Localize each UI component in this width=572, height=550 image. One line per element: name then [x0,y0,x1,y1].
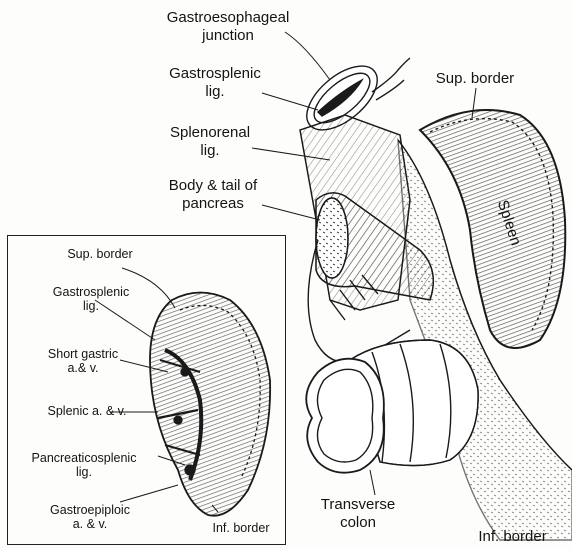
label-inf-border-main: Inf. border [455,528,570,546]
main-illustration [296,54,572,540]
inset-label-gastroepiploic: Gastroepiploic a. & v. [35,503,145,531]
inset-frame [7,235,286,545]
label-body-tail-pancreas: Body & tail of pancreas [148,177,278,213]
label-sup-border: Sup. border [405,70,545,88]
label-gastroesophageal-junction: Gastroesophageal junction [148,9,308,45]
inset-label-splenic-av: Splenic a. & v. [22,404,152,418]
inset-label-inf-border: Inf. border [196,521,286,535]
label-gastrosplenic-lig: Gastrosplenic lig. [145,65,285,101]
inset-label-gastrosplenic-lig: Gastrosplenic lig. [36,285,146,313]
label-transverse-colon: Transverse colon [298,496,418,532]
label-splenorenal-lig: Splenorenal lig. [155,124,265,160]
inset-label-pancreaticosplenic-lig: Pancreaticosplenic lig. [4,451,164,479]
inset-label-short-gastric: Short gastric a.& v. [28,347,138,375]
inset-label-sup-border: Sup. border [40,247,160,261]
